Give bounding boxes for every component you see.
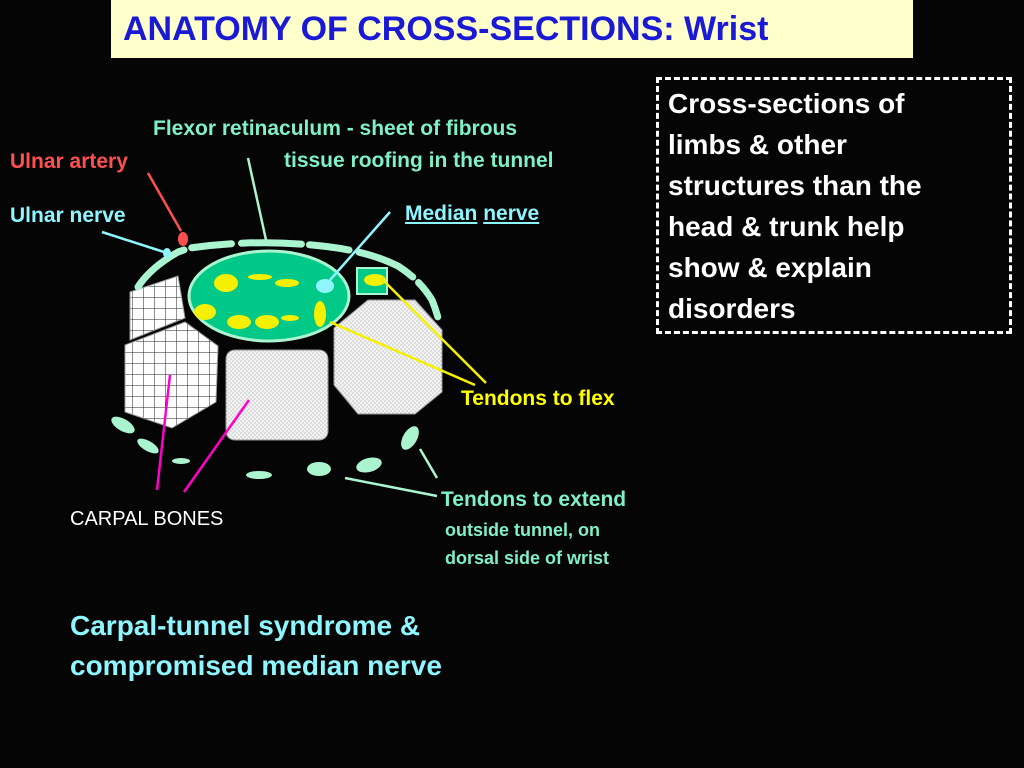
carpal-bones-pointer-left [155, 374, 172, 491]
flexor-retinaculum [134, 239, 444, 330]
extensor-tendon [356, 457, 382, 473]
carpal-bone-right [333, 299, 443, 415]
flexor-retinaculum-label-line2: tissue roofing in the tunnel [284, 149, 554, 172]
carpal-bone-upper-left [129, 275, 186, 341]
tendons-flex-label: Tendons to flex [461, 387, 615, 410]
median-nerve [316, 279, 334, 293]
carpal-bone-center [225, 349, 329, 441]
carpal-bones-pointer-right [182, 399, 251, 493]
title-banner: ANATOMY OF CROSS-SECTIONS: Wrist [111, 0, 913, 58]
syndrome-line2: compromised median nerve [70, 650, 442, 681]
extensor-tendon [401, 426, 419, 450]
flexor-tendon [364, 274, 386, 286]
note-box: Cross-sections of limbs & other structur… [656, 77, 1012, 334]
extensor-tendon [307, 462, 331, 476]
median-nerve-label: Median nerve [405, 202, 539, 226]
extensor-tendons [111, 416, 419, 479]
ulnar-artery-label: Ulnar artery [10, 150, 128, 173]
median-nerve-pointer [329, 211, 391, 281]
note-line: limbs & other [668, 129, 847, 160]
slide-title: ANATOMY OF CROSS-SECTIONS: Wrist [123, 10, 769, 48]
note-line: show & explain [668, 252, 872, 283]
ulnar-artery [178, 232, 188, 246]
tendons-extend-pointer-right [418, 448, 439, 479]
note-line: disorders [668, 293, 796, 324]
carpal-bone-lower-left [124, 321, 219, 429]
note-line: Cross-sections of [668, 88, 905, 119]
ulnar-nerve [163, 248, 171, 258]
ulnar-nerve-pointer [101, 230, 165, 254]
flexor-tendon [275, 279, 299, 287]
note-line: head & trunk help [668, 211, 905, 242]
pointer-lines [101, 157, 487, 498]
ulnar-artery-pointer [146, 172, 183, 232]
flexor-tendon [281, 315, 299, 321]
flexor-tendon [255, 315, 279, 329]
carpal-bones-label: CARPAL BONES [70, 508, 224, 530]
tendons-extend-note-line2: dorsal side of wrist [445, 548, 610, 568]
extensor-tendon [172, 458, 190, 464]
flexor-tendon [227, 315, 251, 329]
flexor-tendon [248, 274, 272, 280]
carpal-bones [124, 275, 443, 441]
nerve-word: nerve [483, 202, 540, 225]
extensor-tendon [137, 438, 159, 454]
extensor-tendon [111, 416, 135, 434]
tendons-extend-pointer-left [344, 476, 438, 498]
ulnar-nerve-label: Ulnar nerve [10, 204, 126, 227]
flexor-retinaculum-label-line1: Flexor retinaculum - sheet of fibrous [153, 117, 518, 140]
extensor-tendon [246, 471, 272, 479]
note-line: structures than the [668, 170, 922, 201]
flexor-tendon [314, 301, 326, 327]
tendons-flex-pointer-upper [382, 279, 487, 384]
tendons-flex-pointer-lower [329, 320, 476, 387]
flexor-tendon [214, 274, 238, 292]
tendons-extend-label: Tendons to extend [441, 488, 627, 511]
flexor-retinaculum-pointer [246, 157, 268, 241]
median-word: Median [405, 202, 478, 225]
tendons-extend-note-line1: outside tunnel, on [445, 520, 600, 540]
flexor-tendon [194, 304, 216, 320]
syndrome-line1: Carpal-tunnel syndrome & [70, 610, 421, 641]
flexor-tendons [194, 274, 386, 329]
